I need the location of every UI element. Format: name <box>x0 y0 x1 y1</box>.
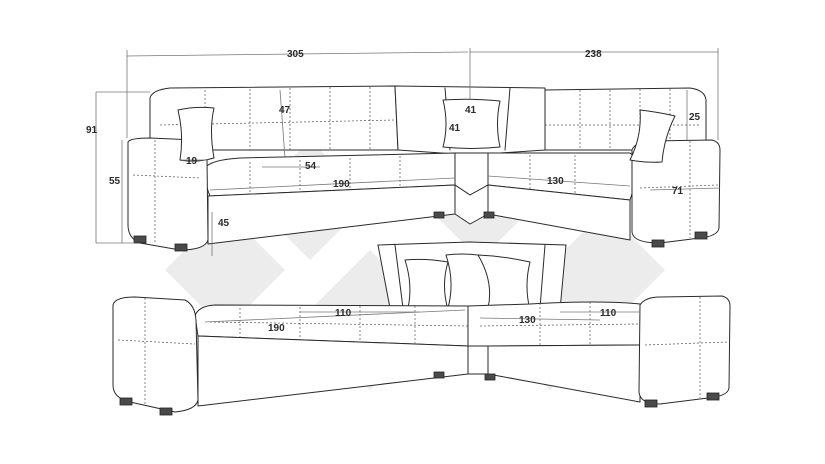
dim-seat-height: 45 <box>218 218 230 229</box>
leg <box>651 239 665 248</box>
bed-right-top <box>467 301 646 347</box>
bed-dimension-lines <box>204 309 640 323</box>
dim-pillow-width: 41 <box>465 105 477 116</box>
dim-pillow-height: 41 <box>449 123 461 134</box>
dim-seat-length-left: 190 <box>333 179 350 190</box>
dim-seat-depth: 54 <box>305 161 317 172</box>
leg <box>159 407 173 416</box>
sofa-dimension-lines <box>95 48 721 256</box>
pillow-right <box>629 109 676 163</box>
sofa-view <box>127 85 721 252</box>
dim-total-width-right: 238 <box>585 49 602 60</box>
dim-total-height: 91 <box>86 125 98 136</box>
leg <box>174 243 188 252</box>
bed-dimension-labels: 190 110 130 110 <box>268 308 617 334</box>
sofa-dimension-labels: 305 238 91 55 47 41 41 25 19 54 190 130 … <box>86 49 701 229</box>
dim-bed-width-left: 110 <box>335 308 352 319</box>
dim-seat-length-right: 130 <box>547 176 564 187</box>
leg <box>706 392 720 401</box>
dim-arm-depth: 71 <box>672 186 684 197</box>
pillow-center <box>442 98 501 149</box>
bed-view <box>112 241 731 416</box>
dim-arm-width: 19 <box>186 156 198 167</box>
leg <box>694 231 708 240</box>
leg <box>119 397 133 406</box>
bed-arm-left <box>112 296 199 413</box>
leg <box>433 211 445 219</box>
dim-bed-length-right: 130 <box>519 315 536 326</box>
dim-backrest-depth: 25 <box>689 112 701 123</box>
dim-bed-length-left: 190 <box>268 323 285 334</box>
dim-arm-height: 55 <box>109 176 121 187</box>
dim-total-width-left: 305 <box>287 49 304 60</box>
seat-right-front <box>487 184 631 241</box>
leg <box>484 373 496 381</box>
leg <box>644 399 658 408</box>
dim-bed-width-right: 110 <box>600 308 617 319</box>
bed-right-front <box>467 344 641 403</box>
pillow-left <box>177 106 215 162</box>
leg <box>133 235 147 244</box>
leg <box>433 371 445 379</box>
bed-pillow-1 <box>404 258 449 312</box>
dim-back-height: 47 <box>279 105 291 116</box>
leg <box>483 211 495 219</box>
bed-arm-right <box>638 295 731 405</box>
bed-left-front <box>197 335 469 407</box>
arm-left <box>127 137 209 251</box>
